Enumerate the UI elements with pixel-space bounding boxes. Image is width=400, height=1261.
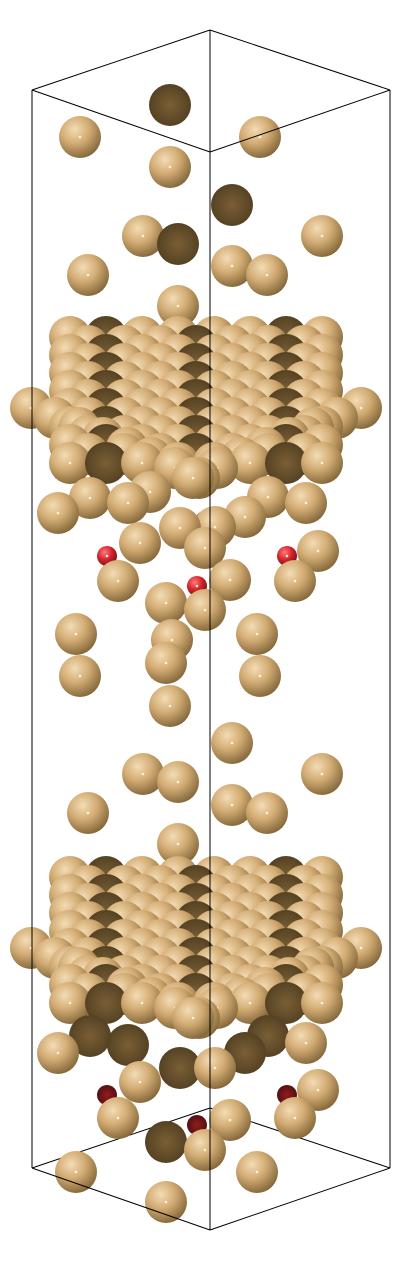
atom-highlight: [78, 135, 82, 139]
atom-highlight: [230, 803, 234, 807]
atom-highlight: [140, 1001, 144, 1005]
atom-highlight: [203, 608, 207, 612]
atom-highlight: [359, 946, 363, 950]
atom-highlight: [293, 579, 297, 583]
atom-highlight: [78, 674, 82, 678]
atom-highlight: [164, 661, 168, 665]
metal-atom-shadowed: [85, 442, 127, 484]
atom-highlight: [176, 304, 180, 308]
atom-highlight: [148, 490, 152, 494]
atom-highlight: [255, 1170, 259, 1174]
atom-highlight: [74, 632, 78, 636]
atom-highlight: [228, 1118, 232, 1122]
atom-highlight: [191, 1016, 195, 1020]
atom-highlight: [164, 1200, 168, 1204]
metal-atom-shadowed: [157, 223, 199, 265]
atom-highlight: [285, 554, 289, 558]
atom-highlight: [255, 632, 259, 636]
atom-highlight: [191, 476, 195, 480]
atom-highlight: [141, 772, 145, 776]
metal-atom-shadowed: [107, 1024, 149, 1066]
atom-highlight: [168, 704, 172, 708]
atom-highlight: [138, 541, 142, 545]
atom-highlight: [258, 674, 262, 678]
atom-highlight: [320, 772, 324, 776]
metal-atom-shadowed: [265, 442, 307, 484]
atom-highlight: [265, 273, 269, 277]
atom-highlight: [68, 1001, 72, 1005]
metal-atom-shadowed: [211, 184, 253, 226]
atom-highlight: [86, 811, 90, 815]
atom-highlight: [141, 234, 145, 238]
atom-highlight: [203, 1148, 207, 1152]
atom-highlight: [195, 584, 199, 588]
metal-atom-shadowed: [145, 1121, 187, 1163]
atom-highlight: [258, 135, 262, 139]
atom-highlight: [168, 165, 172, 169]
atom-highlight: [230, 741, 234, 745]
metal-atom-shadowed: [85, 982, 127, 1024]
atom-highlight: [320, 234, 324, 238]
cell-edge-bottom-front-left: [31, 1167, 211, 1231]
atom-highlight: [88, 496, 92, 500]
atom-highlight: [68, 461, 72, 465]
metal-atom-shadowed: [159, 1047, 201, 1089]
atom-highlight: [116, 579, 120, 583]
atom-highlight: [170, 638, 174, 642]
atom-highlight: [56, 511, 60, 515]
atom-highlight: [228, 578, 232, 582]
atom-highlight: [86, 273, 90, 277]
atom-highlight: [359, 406, 363, 410]
atom-highlight: [248, 461, 252, 465]
atom-highlight: [320, 1001, 324, 1005]
metal-atom-shadowed: [265, 982, 307, 1024]
atom-highlight: [243, 515, 247, 519]
metal-atom-shadowed: [149, 84, 191, 126]
cell-edge-top-front-right: [209, 89, 391, 153]
atom-highlight: [265, 811, 269, 815]
atom-highlight: [304, 501, 308, 505]
metal-atom-shadowed: [69, 1015, 111, 1057]
atom-highlight: [56, 1051, 60, 1055]
cell-edge-top-back-left: [31, 29, 211, 91]
atom-highlight: [138, 1080, 142, 1084]
atom-highlight: [213, 525, 217, 529]
atom-highlight: [164, 601, 168, 605]
atom-highlight: [178, 526, 182, 530]
atom-highlight: [74, 1170, 78, 1174]
atom-highlight: [176, 780, 180, 784]
atom-highlight: [213, 1066, 217, 1070]
cell-edge-top-front-left: [31, 89, 211, 153]
atom-highlight: [304, 1041, 308, 1045]
atom-highlight: [248, 1001, 252, 1005]
atom-highlight: [320, 461, 324, 465]
atom-highlight: [266, 495, 270, 499]
atom-highlight: [176, 842, 180, 846]
atom-highlight: [293, 1116, 297, 1120]
atom-highlight: [316, 1088, 320, 1092]
atom-highlight: [203, 546, 207, 550]
atom-highlight: [126, 501, 130, 505]
atom-highlight: [140, 461, 144, 465]
cell-edge-top-back-right: [209, 29, 391, 91]
atom-highlight: [105, 554, 109, 558]
atom-highlight: [230, 264, 234, 268]
cell-edge-bottom-front-right: [209, 1167, 391, 1231]
atoms-layer: [10, 84, 382, 1223]
atom-highlight: [316, 549, 320, 553]
atom-highlight: [116, 1116, 120, 1120]
unit-cell-front-edges: [31, 29, 391, 1231]
